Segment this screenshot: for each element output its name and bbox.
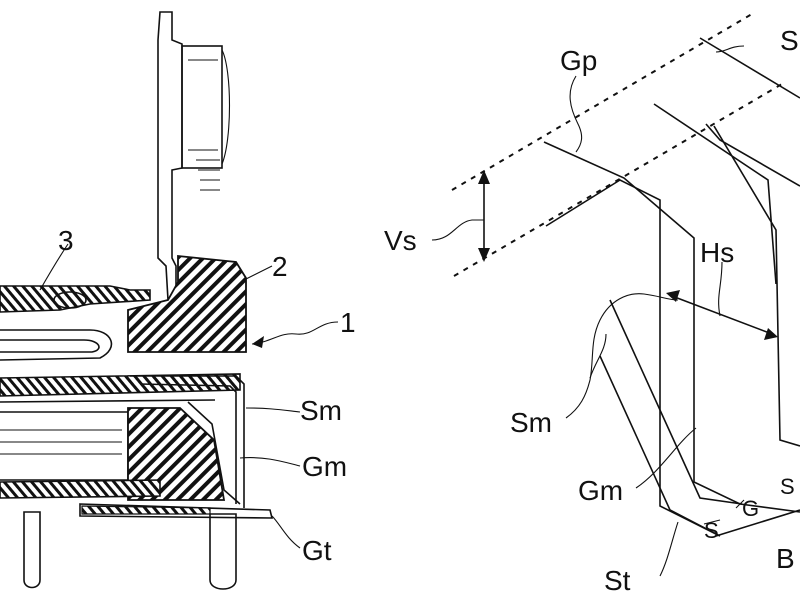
conductor-strips: [543, 37, 800, 537]
dashed-planes: [451, 13, 783, 277]
strip-line-schematic: Gp S Vs Hs Sm Gm St S G S B: [384, 13, 800, 596]
leader-lines-right: [565, 45, 745, 577]
label-gt: Gt: [302, 535, 332, 566]
vs-dimension: [431, 170, 490, 262]
arrow-part-1: [252, 336, 264, 348]
label-part-1: 1: [340, 307, 356, 338]
label-gm-right: Gm: [578, 475, 623, 506]
label-part-3: 3: [58, 225, 74, 256]
leader-lines-left: [39, 243, 339, 549]
label-s-bottom: S: [704, 518, 719, 543]
label-vs: Vs: [384, 225, 417, 256]
hs-dimension: [666, 261, 778, 340]
bottom-plate: [0, 479, 161, 499]
label-gm-left: Gm: [302, 451, 347, 482]
label-s-top: S: [780, 25, 799, 56]
bottom-leads: [23, 511, 237, 590]
lower-cylinder: [0, 411, 129, 481]
label-g: G: [742, 496, 759, 521]
label-sm-right: Sm: [510, 407, 552, 438]
shell-contact-lines: [130, 375, 245, 508]
housing-block: [127, 255, 247, 353]
connector-cross-section: 3 2 1 Sm Gm Gt: [0, 11, 356, 590]
label-st: St: [604, 565, 631, 596]
label-b: B: [776, 543, 795, 574]
label-sm-left: Sm: [300, 395, 342, 426]
label-hs: Hs: [700, 237, 734, 268]
label-s-right: S: [780, 474, 795, 499]
spring-contacts: [0, 329, 113, 361]
terminal-pin: [157, 11, 230, 301]
shell-top-plate: [0, 285, 151, 313]
label-part-2: 2: [272, 251, 288, 282]
label-gp: Gp: [560, 45, 597, 76]
